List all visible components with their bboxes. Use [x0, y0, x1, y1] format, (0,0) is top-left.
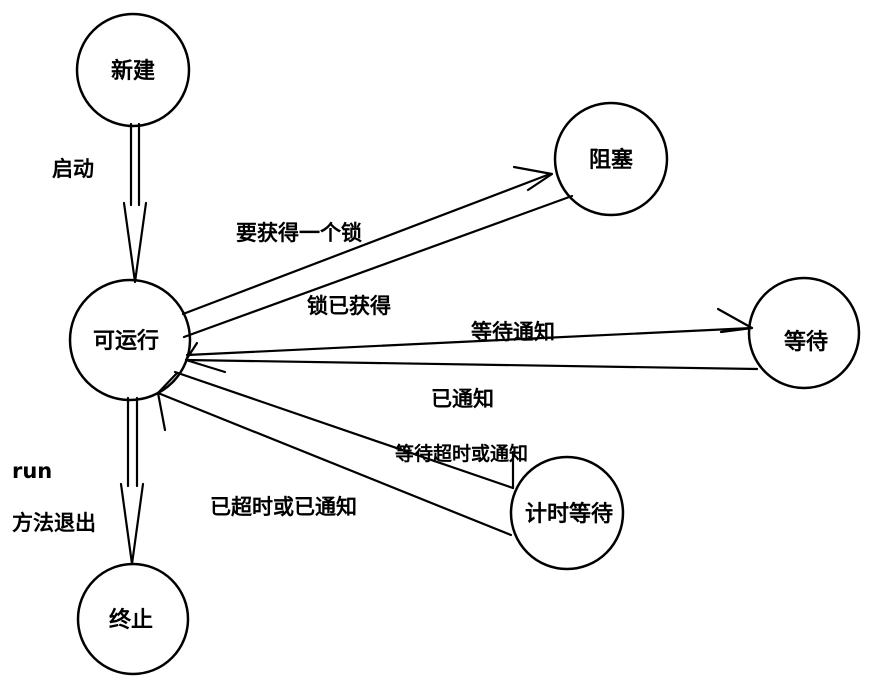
arrowhead-terminated	[119, 482, 145, 566]
arrow-runnable-to-terminated	[119, 396, 145, 566]
arrow-blocked-to-runnable	[182, 194, 574, 339]
state-new-circle	[75, 12, 191, 128]
label-method-exit: 方法退出	[12, 511, 96, 535]
state-blocked: 阻塞	[553, 101, 669, 217]
state-runnable-label: 可运行	[93, 328, 159, 354]
label-timed-out-or-notified: 已超时或已通知	[210, 495, 357, 519]
state-runnable-circle	[68, 278, 192, 402]
label-notified: 已通知	[431, 387, 494, 411]
label-wait-notify: 等待通知	[471, 320, 555, 344]
state-runnable: 可运行	[68, 278, 192, 402]
arrowhead-runnable-from-waiting	[184, 341, 227, 374]
arrowhead-runnable-from-timed	[156, 371, 179, 432]
state-waiting: 等待	[747, 276, 861, 390]
state-new-label: 新建	[111, 58, 155, 84]
state-blocked-label: 阻塞	[589, 147, 634, 173]
arrow-waiting-to-runnable	[184, 341, 759, 374]
state-new: 新建	[75, 12, 191, 128]
state-terminated: 终止	[76, 562, 190, 676]
state-waiting-circle	[747, 276, 861, 390]
label-run: run	[12, 459, 52, 483]
label-lock-acquired: 锁已获得	[307, 294, 391, 318]
state-blocked-circle	[553, 101, 669, 217]
state-terminated-label: 终止	[109, 607, 153, 633]
arrow-runnable-to-timed-waiting	[173, 370, 515, 490]
arrowhead-down	[122, 201, 148, 284]
arrow-runnable-to-waiting	[185, 307, 754, 357]
label-start: 启动	[52, 157, 94, 181]
arrowhead-blocked	[512, 165, 554, 192]
arrow-runnable-to-blocked	[181, 165, 554, 316]
state-timed-waiting: 计时等待	[509, 455, 625, 571]
state-timed-waiting-circle	[509, 455, 625, 571]
arrow-timed-waiting-to-runnable	[156, 371, 513, 537]
state-timed-waiting-label: 计时等待	[525, 501, 613, 527]
label-wait-timeout-or-notify: 等待超时或通知	[394, 442, 528, 465]
label-acquire-lock: 要获得一个锁	[236, 221, 362, 245]
arrowhead-waiting	[716, 307, 754, 334]
state-waiting-label: 等待	[784, 329, 828, 355]
arrow-new-to-runnable	[122, 122, 148, 284]
